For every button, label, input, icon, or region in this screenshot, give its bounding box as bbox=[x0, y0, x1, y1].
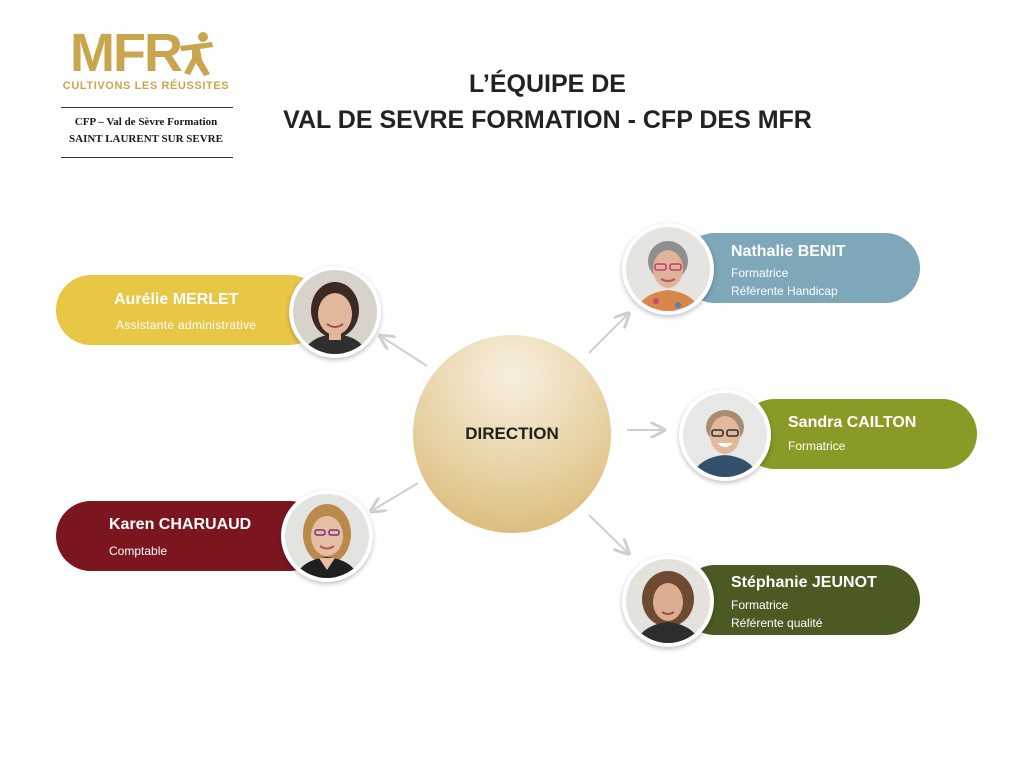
member-name: Nathalie BENIT bbox=[731, 243, 846, 260]
avatar-cailton bbox=[679, 389, 771, 481]
member-role: Formatrice bbox=[731, 266, 789, 280]
member-name: Stéphanie JEUNOT bbox=[731, 574, 877, 591]
member-role: Comptable bbox=[109, 544, 168, 558]
logo-organization: CFP – Val de Sèvre Formation bbox=[74, 116, 218, 128]
member-role: Formatrice bbox=[788, 439, 846, 453]
logo-tagline: CULTIVONS LES RÉUSSITES bbox=[62, 80, 230, 92]
avatar-charuaud bbox=[281, 490, 373, 582]
portrait-photo bbox=[683, 393, 767, 477]
logo-letters: MFR bbox=[70, 23, 183, 83]
portrait-photo bbox=[626, 227, 710, 311]
member-card-merlet: Aurélie MERLET Assistante administrative bbox=[56, 275, 324, 345]
page-title: L’ÉQUIPE DE VAL DE SEVRE FORMATION - CFP… bbox=[270, 66, 825, 138]
logo-divider bbox=[61, 107, 233, 108]
arrow-to-charuaud bbox=[373, 482, 419, 510]
direction-label: DIRECTION bbox=[465, 424, 559, 443]
arrow-to-merlet bbox=[382, 337, 428, 367]
arrow-to-jeunot bbox=[588, 514, 627, 552]
member-role-secondary: Référente Handicap bbox=[731, 284, 838, 298]
arrow-to-benit bbox=[588, 315, 627, 354]
member-card-benit: Nathalie BENIT Formatrice Référente Hand… bbox=[680, 233, 920, 303]
logo-location: SAINT LAURENT SUR SEVRE bbox=[69, 133, 223, 145]
member-role: Assistante administrative bbox=[116, 318, 257, 332]
member-role: Formatrice bbox=[731, 598, 789, 612]
direction-node: DIRECTION bbox=[413, 335, 611, 533]
logo-mark: MFR bbox=[58, 23, 234, 83]
member-card-charuaud: Karen CHARUAUD Comptable bbox=[56, 501, 324, 571]
running-figure-icon bbox=[180, 32, 213, 76]
logo-divider bbox=[61, 157, 233, 158]
mfr-logo: MFR CULTIVONS LES RÉUSSITES CFP – Val de… bbox=[58, 23, 234, 158]
portrait-photo bbox=[293, 270, 377, 354]
avatar-benit bbox=[622, 223, 714, 315]
member-card-cailton: Sandra CAILTON Formatrice bbox=[740, 399, 977, 469]
portrait-photo bbox=[285, 494, 369, 578]
title-line-2: VAL DE SEVRE FORMATION - CFP DES MFR bbox=[283, 106, 812, 134]
portrait-photo bbox=[626, 559, 710, 643]
member-name: Sandra CAILTON bbox=[788, 414, 917, 431]
member-role-secondary: Référente qualité bbox=[731, 616, 823, 630]
member-name: Aurélie MERLET bbox=[114, 291, 239, 308]
member-card-jeunot: Stéphanie JEUNOT Formatrice Référente qu… bbox=[680, 565, 920, 635]
avatar-jeunot bbox=[622, 555, 714, 647]
title-line-1: L’ÉQUIPE DE bbox=[469, 70, 626, 98]
member-name: Karen CHARUAUD bbox=[109, 516, 252, 533]
avatar-merlet bbox=[289, 266, 381, 358]
